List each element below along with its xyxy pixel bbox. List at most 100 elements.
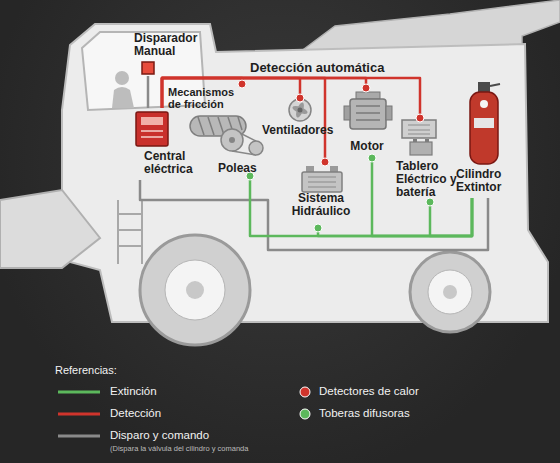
- component-label: Poleas: [218, 162, 268, 175]
- legend-line-swatch: [58, 435, 100, 438]
- engine-icon: [356, 92, 380, 99]
- heat-detector: [296, 94, 304, 102]
- pulley-icon: [221, 129, 243, 151]
- trigger-line: [140, 180, 488, 250]
- control-panel-icon: [136, 112, 168, 146]
- rear-wheel: [410, 252, 490, 332]
- heat-detector: [362, 84, 370, 92]
- component-label: Motor: [342, 140, 392, 153]
- diffuser-nozzle: [314, 224, 322, 232]
- legend-text: Disparo y comando: [110, 429, 209, 442]
- front-wheel: [140, 235, 250, 345]
- front-wheel: [186, 281, 204, 299]
- operator-figure: [115, 71, 129, 85]
- extinguisher-icon: [480, 100, 488, 108]
- front-wheel: [140, 235, 250, 345]
- component-label: Sistema Hidráulico: [288, 192, 354, 218]
- legend-dot-swatch: [300, 387, 310, 397]
- operator-figure: [112, 87, 134, 108]
- hydraulic-icon: [330, 166, 338, 172]
- extinguisher-icon: [490, 84, 500, 86]
- extinguisher-icon: [478, 82, 490, 92]
- pulley-icon: [221, 129, 263, 155]
- rear-wheel: [428, 270, 472, 314]
- electric-board-icon: [402, 120, 436, 138]
- control-panel-icon: [136, 112, 168, 146]
- component-label: Mecanismos de fricción: [168, 86, 246, 110]
- electric-board-icon: [408, 125, 430, 134]
- detection-line: [162, 78, 420, 118]
- cutting-header: [0, 190, 100, 268]
- hydraulic-icon: [302, 172, 342, 192]
- control-panel-icon: [141, 136, 163, 138]
- heat-detector: [416, 114, 424, 122]
- component-label-box: Central eléctrica: [130, 108, 226, 180]
- battery-icon: [410, 142, 432, 155]
- ladder: [117, 200, 119, 264]
- extinguisher-icon: [474, 118, 494, 128]
- hydraulic-icon: [306, 166, 314, 172]
- extinction-line: [430, 198, 472, 236]
- component-label-box: Cilindro Extintor: [456, 80, 516, 198]
- battery-icon: [413, 139, 417, 142]
- line-label: Detección automática: [250, 60, 420, 75]
- engine-icon: [344, 92, 392, 129]
- component-label: Central eléctrica: [144, 150, 214, 176]
- ladder: [141, 200, 143, 264]
- legend-dot-swatch: [300, 409, 310, 419]
- rear-wheel: [443, 285, 457, 299]
- diffuser-nozzle: [368, 154, 376, 162]
- component-label-box: Sistema Hidráulico: [288, 162, 354, 228]
- engine-icon: [386, 106, 392, 120]
- legend-swatch: [58, 436, 100, 437]
- component-label-box: Poleas: [214, 126, 270, 176]
- legend-swatch: [58, 414, 100, 415]
- component-label-box: Mecanismos de fricción: [168, 84, 248, 144]
- legend-line-swatch: [58, 413, 100, 416]
- legend-text: Toberas difusoras: [319, 407, 410, 420]
- manual-trigger-icon: [142, 62, 154, 74]
- legend-swatch: [58, 392, 100, 393]
- extinguisher-icon: [470, 92, 498, 164]
- heat-detector: [238, 80, 246, 88]
- battery-icon: [425, 139, 429, 142]
- heat-detector: [321, 158, 329, 166]
- control-panel-icon: [141, 130, 163, 132]
- pulley-icon: [229, 137, 235, 143]
- component-label-box: Ventiladores: [262, 98, 354, 142]
- ladder: [118, 200, 142, 264]
- component-label-box: Motor: [342, 88, 392, 158]
- component-label: Cilindro Extintor: [456, 168, 514, 194]
- trigger-line: [147, 76, 150, 108]
- engine-icon: [356, 106, 380, 120]
- component-label: Disparador Manual: [134, 32, 208, 58]
- detection-line: [162, 78, 325, 162]
- manual-trigger-icon: [142, 62, 154, 74]
- harvester-body: [0, 24, 548, 322]
- engine-icon: [344, 106, 350, 120]
- ladder: [118, 213, 142, 215]
- legend-text: Extinción: [110, 385, 157, 398]
- pulley-icon: [249, 141, 263, 155]
- rear-wheel: [410, 252, 490, 332]
- component-label: Ventiladores: [262, 124, 352, 137]
- ladder: [118, 245, 142, 247]
- electric-board-icon: [402, 120, 436, 155]
- component-label-box: Tablero Eléctrico y batería: [396, 118, 462, 202]
- legend-note: (Dispara la válvula del cilindro y coman…: [110, 444, 370, 453]
- legend-swatch: [300, 409, 310, 419]
- front-wheel: [165, 260, 225, 320]
- hydraulic-icon: [308, 177, 336, 187]
- legend-text: Detección: [110, 407, 161, 420]
- legend-swatch: [300, 387, 310, 397]
- engine-icon: [350, 99, 386, 129]
- legend-heading: Referencias:: [55, 364, 175, 376]
- component-label: Tablero Eléctrico y batería: [396, 160, 458, 200]
- component-label-box: Disparador Manual: [134, 32, 210, 76]
- extinguisher-icon: [470, 82, 500, 164]
- ladder: [118, 229, 142, 231]
- legend-line-swatch: [58, 391, 100, 394]
- control-panel-icon: [141, 117, 163, 125]
- hydraulic-icon: [302, 166, 342, 192]
